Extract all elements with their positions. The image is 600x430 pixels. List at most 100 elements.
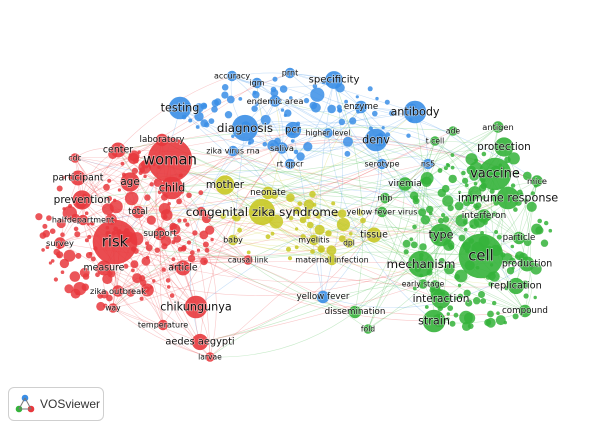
node-circle[interactable] — [431, 289, 451, 309]
node-circle[interactable] — [160, 176, 184, 200]
node-label[interactable]: maternal infection — [295, 255, 370, 265]
node-label[interactable]: specificity — [308, 74, 360, 86]
node-circle[interactable] — [363, 324, 373, 334]
node-label[interactable]: serotype — [364, 159, 400, 169]
node-circle[interactable] — [418, 279, 428, 289]
node-label[interactable]: baby — [223, 235, 244, 245]
node-label[interactable]: temperature — [137, 320, 189, 330]
node-label[interactable]: chikungunya — [160, 300, 233, 314]
node-label[interactable]: replication — [490, 280, 543, 292]
node-circle[interactable] — [507, 277, 525, 295]
node-circle[interactable] — [168, 96, 192, 120]
node-circle[interactable] — [478, 157, 512, 191]
node-label[interactable]: interferon — [461, 210, 507, 221]
node-circle[interactable] — [325, 71, 343, 89]
node-label[interactable]: protection — [477, 140, 532, 153]
node-label[interactable]: causal link — [227, 255, 269, 265]
node-label[interactable]: prnt — [281, 68, 299, 78]
node-circle[interactable] — [531, 175, 543, 187]
node-label[interactable]: cell — [468, 247, 495, 265]
node-label[interactable]: mother — [205, 178, 245, 191]
node-circle[interactable] — [366, 227, 382, 243]
node-label[interactable]: measure — [83, 262, 125, 274]
node-label[interactable]: dissemination — [324, 306, 386, 317]
node-circle[interactable] — [96, 260, 112, 276]
node-circle[interactable] — [379, 192, 391, 204]
node-label[interactable]: igm — [249, 78, 266, 88]
node-circle[interactable] — [54, 237, 66, 249]
node-label[interactable]: nhp — [377, 193, 393, 203]
node-label[interactable]: cdc — [68, 153, 82, 163]
node-circle[interactable] — [326, 254, 338, 266]
node-label[interactable]: type — [428, 228, 454, 242]
node-label[interactable]: particle — [502, 232, 536, 243]
node-circle[interactable] — [226, 70, 238, 82]
node-circle[interactable] — [354, 100, 368, 114]
node-circle[interactable] — [448, 126, 458, 136]
node-label[interactable]: participant — [52, 172, 104, 184]
node-label[interactable]: prevention — [53, 193, 111, 206]
node-label[interactable]: fold — [360, 324, 376, 334]
node-circle[interactable] — [519, 256, 535, 272]
node-label[interactable]: aedes aegypti — [165, 336, 236, 348]
node-label[interactable]: neonate — [250, 187, 287, 198]
node-label[interactable]: dpl — [343, 238, 356, 248]
node-circle[interactable] — [155, 133, 169, 147]
node-circle[interactable] — [243, 255, 253, 265]
node-circle[interactable] — [284, 158, 296, 170]
node-circle[interactable] — [376, 206, 388, 218]
node-circle[interactable] — [269, 95, 281, 107]
node-circle[interactable] — [276, 142, 288, 154]
node-circle[interactable] — [227, 234, 239, 246]
node-label[interactable]: way — [105, 303, 122, 313]
node-label[interactable]: enzyme — [343, 101, 379, 112]
node-label[interactable]: rt qpcr — [276, 159, 305, 169]
node-circle[interactable] — [376, 158, 388, 170]
node-circle[interactable] — [251, 77, 263, 89]
node-label[interactable]: support — [143, 228, 178, 239]
node-circle[interactable] — [284, 121, 302, 139]
node-circle[interactable] — [344, 238, 354, 248]
node-circle[interactable] — [191, 333, 209, 351]
node-label[interactable]: survey — [45, 237, 74, 248]
node-label[interactable]: accuracy — [213, 71, 251, 81]
node-circle[interactable] — [518, 304, 532, 318]
node-label[interactable]: t cell — [425, 136, 445, 146]
node-circle[interactable] — [422, 158, 434, 170]
node-label[interactable]: zika outbreak — [89, 285, 147, 296]
node-label[interactable]: woman — [142, 151, 197, 169]
node-label[interactable]: pcr — [285, 124, 303, 136]
node-label[interactable]: antibody — [390, 105, 441, 119]
node-circle[interactable] — [92, 219, 138, 265]
node-label[interactable]: zika virus rna — [206, 146, 261, 156]
node-label[interactable]: mechanism — [386, 256, 456, 271]
node-label[interactable]: center — [102, 144, 134, 156]
node-circle[interactable] — [112, 285, 124, 297]
node-circle[interactable] — [398, 177, 412, 191]
node-label[interactable]: production — [501, 258, 553, 270]
node-circle[interactable] — [422, 309, 446, 333]
node-circle[interactable] — [70, 153, 80, 163]
node-label[interactable]: vaccine — [469, 166, 520, 182]
node-label[interactable]: age — [120, 175, 141, 188]
node-label[interactable]: total — [127, 206, 148, 217]
node-label[interactable]: myelitis — [298, 235, 331, 245]
node-circle[interactable] — [108, 303, 118, 313]
node-circle[interactable] — [403, 100, 427, 124]
node-circle[interactable] — [227, 145, 239, 157]
node-circle[interactable] — [284, 67, 296, 79]
node-label[interactable]: endemic area — [246, 95, 304, 106]
node-label[interactable]: early stage — [401, 279, 445, 289]
node-circle[interactable] — [261, 186, 275, 200]
node-circle[interactable] — [153, 227, 167, 241]
node-circle[interactable] — [492, 121, 504, 133]
node-circle[interactable] — [494, 137, 514, 157]
node-label[interactable]: congenital zika syndrome — [185, 204, 339, 219]
node-circle[interactable] — [323, 128, 333, 138]
node-label[interactable]: diagnosis — [216, 120, 273, 135]
node-circle[interactable] — [147, 137, 193, 183]
node-label[interactable]: halfdepartment — [51, 215, 115, 225]
node-circle[interactable] — [458, 233, 504, 279]
node-label[interactable]: child — [158, 181, 186, 195]
